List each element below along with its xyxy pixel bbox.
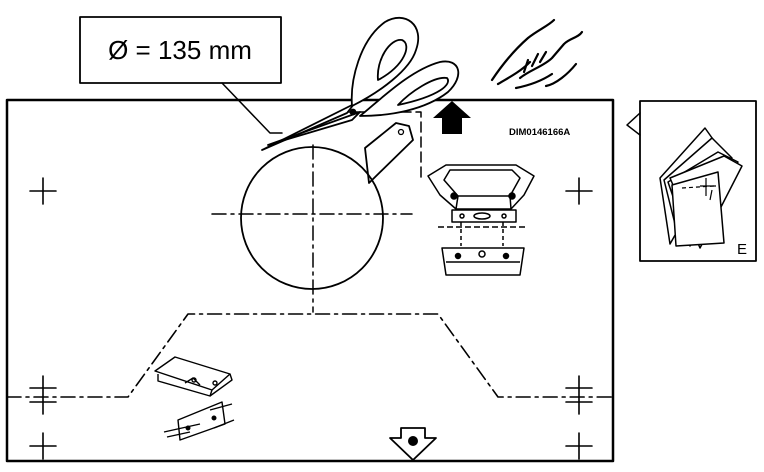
cut-direction-arrow bbox=[364, 122, 414, 184]
cutout-circle bbox=[240, 146, 384, 290]
cross-mark-mid-left bbox=[29, 375, 57, 415]
cross-mark-top-right bbox=[565, 177, 593, 205]
mounting-plate-illustration bbox=[154, 356, 235, 441]
arrow-up-icon bbox=[433, 101, 471, 134]
diameter-callout-box bbox=[79, 16, 282, 84]
booklet-callout-box bbox=[639, 100, 757, 262]
hood-bracket-illustration bbox=[427, 164, 535, 276]
cross-mark-bottom-left bbox=[29, 432, 57, 460]
booklet-callout-pointer bbox=[626, 112, 641, 136]
cross-mark-bottom-right bbox=[565, 432, 593, 460]
booklet-icon bbox=[659, 127, 743, 249]
cross-mark-top-left bbox=[29, 177, 57, 205]
hand-pointing-icon bbox=[490, 18, 584, 90]
booklet-letter: E bbox=[737, 241, 747, 258]
fold-line bbox=[6, 313, 614, 398]
cut-arrow-hole bbox=[397, 128, 405, 136]
callout-leader bbox=[221, 82, 283, 134]
cross-mark-mid-right bbox=[565, 375, 593, 415]
template-sheet bbox=[5, 98, 615, 463]
arrow-down-dot-icon bbox=[389, 427, 437, 461]
scissors-icon bbox=[261, 16, 460, 151]
cut-guide-corner bbox=[340, 111, 422, 179]
diameter-label: Ø = 135 mm bbox=[108, 35, 252, 65]
drawing-code: DIM0146166A bbox=[509, 127, 570, 138]
